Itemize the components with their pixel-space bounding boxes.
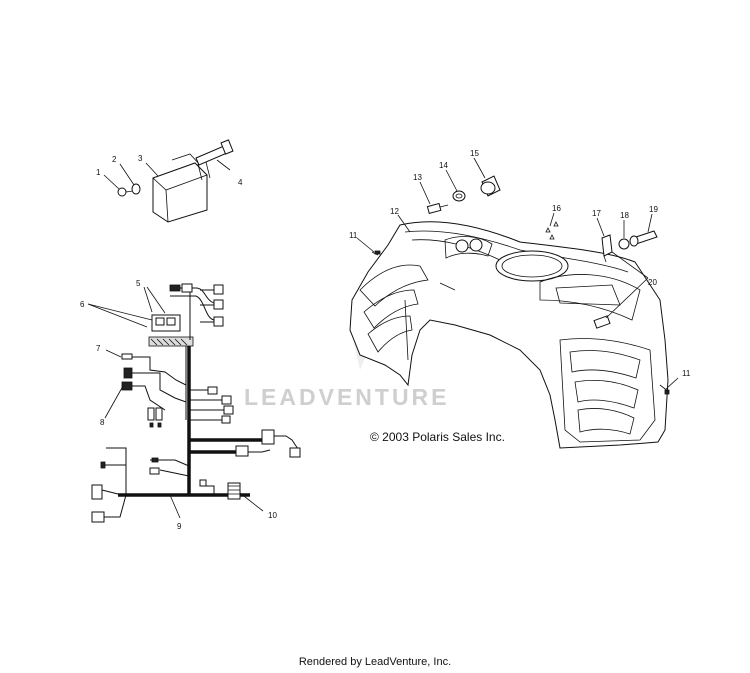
wiring-harness-part-9	[91, 283, 301, 523]
bolt-part-4	[195, 139, 234, 181]
callout-20: 20	[648, 278, 657, 287]
screw-part-11-right	[659, 384, 670, 395]
nut-part-14	[452, 190, 466, 202]
connector-upper-right	[261, 429, 275, 445]
footer-credit: Rendered by LeadVenture, Inc.	[298, 656, 452, 668]
callout-5: 5	[136, 279, 141, 288]
screw-part-1	[117, 187, 134, 197]
callout-3: 3	[138, 154, 143, 163]
callout-14: 14	[439, 161, 448, 170]
knob-part-15	[480, 175, 501, 197]
callout-7: 7	[96, 344, 101, 353]
washer-part-2	[131, 183, 141, 195]
module-part-3	[152, 153, 208, 223]
callout-18: 18	[620, 211, 629, 220]
clips-part-16	[545, 221, 559, 240]
key-part-13	[426, 202, 449, 215]
regulator-module-assembly	[103, 139, 234, 223]
callout-2: 2	[112, 155, 117, 164]
callout-9: 9	[177, 522, 182, 531]
bolt-part-19	[629, 230, 658, 247]
callout-8: 8	[100, 418, 105, 427]
callout-16: 16	[552, 204, 561, 213]
callout-6: 6	[80, 300, 85, 309]
callout-12: 12	[390, 207, 399, 216]
copyright-text: © 2003 Polaris Sales Inc.	[370, 430, 505, 444]
callout-10: 10	[268, 511, 277, 520]
washer-part-18	[618, 238, 630, 250]
callout-15: 15	[470, 149, 479, 158]
connector-part-10	[227, 482, 241, 500]
dash-panel-part-12	[349, 221, 669, 449]
callout-11-left: 11	[349, 231, 358, 240]
callout-13: 13	[413, 173, 422, 182]
callout-11-right: 11	[682, 369, 691, 378]
callout-4: 4	[238, 178, 243, 187]
screw-part-11-left	[371, 250, 381, 256]
callout-19: 19	[649, 205, 658, 214]
callout-1: 1	[96, 168, 101, 177]
callout-17: 17	[592, 209, 601, 218]
watermark-text: LEADVENTURE	[244, 384, 450, 410]
